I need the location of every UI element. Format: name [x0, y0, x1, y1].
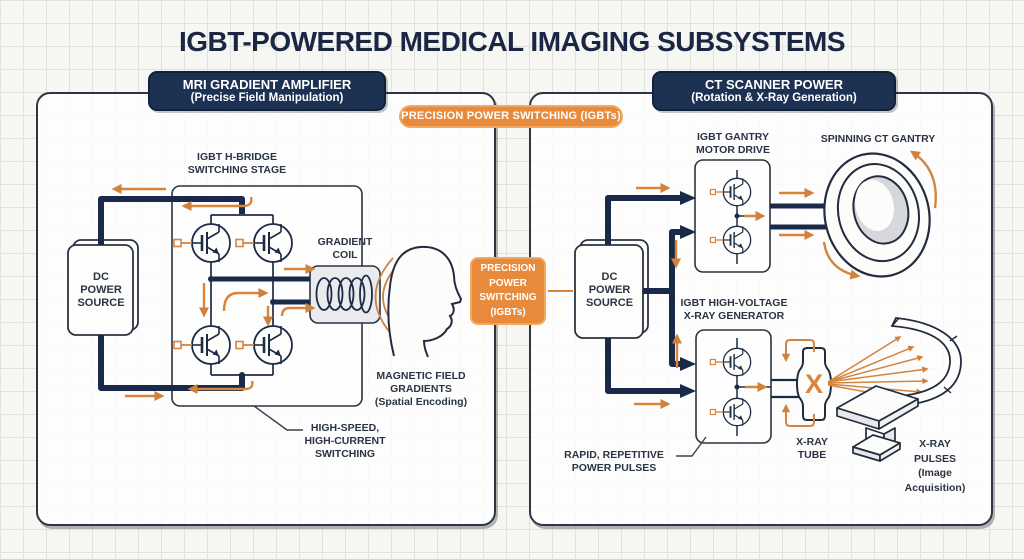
- mri-header-title: MRI GRADIENT AMPLIFIER: [182, 77, 352, 92]
- label-dc-source-ct: DC POWER SOURCE: [585, 271, 634, 309]
- junction-dot: [734, 213, 740, 219]
- xray-rays-icon: [827, 336, 929, 403]
- callout-line-switching: [253, 405, 303, 431]
- current-flow-arrow-icon-ct: [634, 182, 815, 410]
- label-xray-generator: IGBT HIGH-VOLTAGE X-RAY GENERATOR: [680, 297, 788, 322]
- current-flow-arrow-icon: [111, 183, 316, 402]
- badge-line: PRECISION: [480, 263, 536, 274]
- label-high-speed-switching: HIGH-SPEED, HIGH-CURRENT SWITCHING: [304, 422, 386, 460]
- wire-arrowheads: [680, 191, 696, 398]
- label-xray-tube: X-RAY TUBE: [796, 436, 828, 461]
- motor-drive-box: [694, 159, 771, 273]
- xray-source-marker: X: [804, 369, 823, 399]
- xray-tube-icon: [795, 347, 833, 421]
- gradient-coil-icon: [309, 265, 381, 324]
- label-gradient-coil: GRADIENT COIL: [317, 236, 373, 261]
- label-dc-source-mri: DC POWER SOURCE: [77, 271, 125, 309]
- ct-panel-header: CT SCANNER POWER (Rotation & X-Ray Gener…: [652, 71, 896, 111]
- power-wire-ct: [605, 195, 826, 399]
- gantry-rotation-arrow-icon: [822, 150, 937, 280]
- junction-dot: [734, 384, 740, 390]
- patient-table-icon: [836, 385, 919, 462]
- mri-panel-header: MRI GRADIENT AMPLIFIER (Precise Field Ma…: [148, 71, 386, 111]
- label-h-bridge: IGBT H-BRIDGE SWITCHING STAGE: [187, 151, 287, 176]
- precision-switching-banner: PRECISION POWER SWITCHING (IGBTs): [399, 105, 623, 128]
- badge-line: POWER: [489, 277, 527, 289]
- ct-header-title: CT SCANNER POWER: [705, 77, 843, 92]
- label-motor-drive: IGBT GANTRY MOTOR DRIVE: [696, 131, 770, 156]
- dc-power-source-box-mri: [67, 239, 139, 336]
- precision-switching-badge: PRECISION POWER SWITCHING (IGBTs): [470, 257, 546, 325]
- dc-power-source-box-ct: [574, 239, 649, 339]
- callout-line-power-pulses: [676, 436, 707, 457]
- mri-header-subtitle: (Precise Field Manipulation): [190, 92, 344, 104]
- ct-header-subtitle: (Rotation & X-Ray Generation): [691, 92, 857, 104]
- label-xray-pulses: X-RAY PULSES (Image Acquisition): [904, 438, 966, 494]
- badge-line: (IGBTs): [490, 306, 526, 318]
- junction-dots: [208, 276, 276, 378]
- label-spinning-gantry: SPINNING CT GANTRY: [820, 133, 936, 145]
- label-magnetic-field: MAGNETIC FIELD GRADIENTS (Spatial Encodi…: [374, 370, 468, 408]
- power-wire-mri: [98, 196, 311, 391]
- page-title: IGBT-POWERED MEDICAL IMAGING SUBSYSTEMS: [178, 26, 846, 57]
- ct-gantry-icon: [823, 152, 931, 278]
- badge-line: SWITCHING: [479, 292, 537, 303]
- tube-feedback-loop-icon: [781, 339, 815, 427]
- label-power-pulses: RAPID, REPETITIVE POWER PULSES: [564, 449, 664, 474]
- patient-head-icon: [387, 245, 463, 358]
